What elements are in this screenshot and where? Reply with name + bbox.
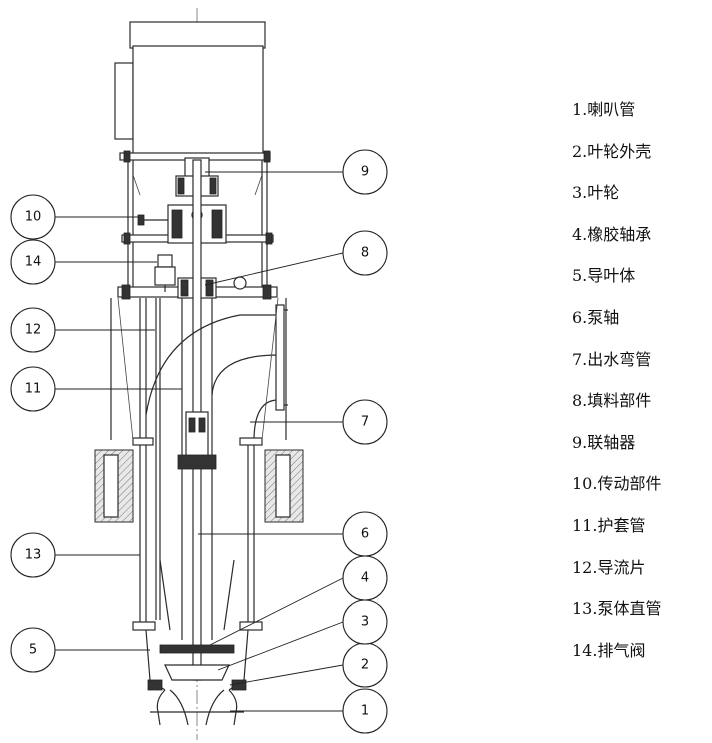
callout-13: 13 xyxy=(10,532,56,578)
callout-11: 11 xyxy=(10,366,56,412)
callout-14: 14 xyxy=(10,239,56,285)
callout-10-label: 10 xyxy=(25,210,42,225)
motor xyxy=(114,21,271,161)
callout-7: 7 xyxy=(342,399,388,445)
pump-cross-section-diagram: 1 2 3 4 5 6 7 8 xyxy=(10,8,388,740)
callout-9: 9 xyxy=(342,149,388,195)
guide-vane xyxy=(155,298,235,631)
callout-6-label: 6 xyxy=(361,527,369,542)
straight-pipe xyxy=(132,298,263,630)
callout-circles: 1 2 3 4 5 6 7 8 xyxy=(10,149,388,734)
legend-item: 13.泵体直管 xyxy=(572,599,662,619)
air-valve xyxy=(154,254,176,292)
callout-11-label: 11 xyxy=(25,382,42,397)
legend-item: 1.喇叭管 xyxy=(572,100,636,119)
callout-1: 1 xyxy=(342,688,388,734)
legend-item: 7.出水弯管 xyxy=(572,349,652,369)
callout-10: 10 xyxy=(10,194,56,240)
legend-item: 3.叶轮 xyxy=(572,183,620,203)
callout-4: 4 xyxy=(342,555,388,601)
callout-8: 8 xyxy=(342,230,388,276)
callout-3: 3 xyxy=(342,599,388,645)
callout-14-label: 14 xyxy=(25,255,42,270)
callout-4-label: 4 xyxy=(361,571,369,586)
callout-12-label: 12 xyxy=(25,323,42,338)
support-feet xyxy=(94,297,304,523)
callout-9-label: 9 xyxy=(361,165,369,180)
parts-legend: 1.喇叭管 2.叶轮外壳 3.叶轮 4.橡胶轴承 5.导叶体 6.泵轴 7.出水… xyxy=(572,98,712,680)
legend-item: 8.填料部件 xyxy=(572,391,652,411)
callout-5-label: 5 xyxy=(29,643,37,658)
callout-2: 2 xyxy=(342,642,388,688)
legend-item: 14.排气阀 xyxy=(572,640,646,660)
legend-item: 5.导叶体 xyxy=(572,266,636,286)
legend-item: 2.叶轮外壳 xyxy=(572,141,652,161)
legend-item: 4.橡胶轴承 xyxy=(572,224,652,244)
legend-item: 11.护套管 xyxy=(572,515,646,535)
callout-3-label: 3 xyxy=(361,615,369,630)
callout-6: 6 xyxy=(342,511,388,557)
callout-5: 5 xyxy=(10,627,56,673)
callout-8-label: 8 xyxy=(361,246,369,261)
callout-12: 12 xyxy=(10,307,56,353)
legend-item: 9.联轴器 xyxy=(572,432,636,452)
leader-lines xyxy=(55,171,344,712)
legend-item: 10.传动部件 xyxy=(572,474,662,494)
discharge-elbow xyxy=(145,304,288,439)
callout-1-label: 1 xyxy=(361,704,369,719)
pump-bottom xyxy=(132,621,263,726)
callout-13-label: 13 xyxy=(25,548,42,563)
legend-item: 12.导流片 xyxy=(572,557,646,577)
callout-7-label: 7 xyxy=(361,415,369,430)
shaft-middle-coupling xyxy=(177,411,217,470)
legend-item: 6.泵轴 xyxy=(572,307,620,327)
callout-2-label: 2 xyxy=(361,658,369,673)
